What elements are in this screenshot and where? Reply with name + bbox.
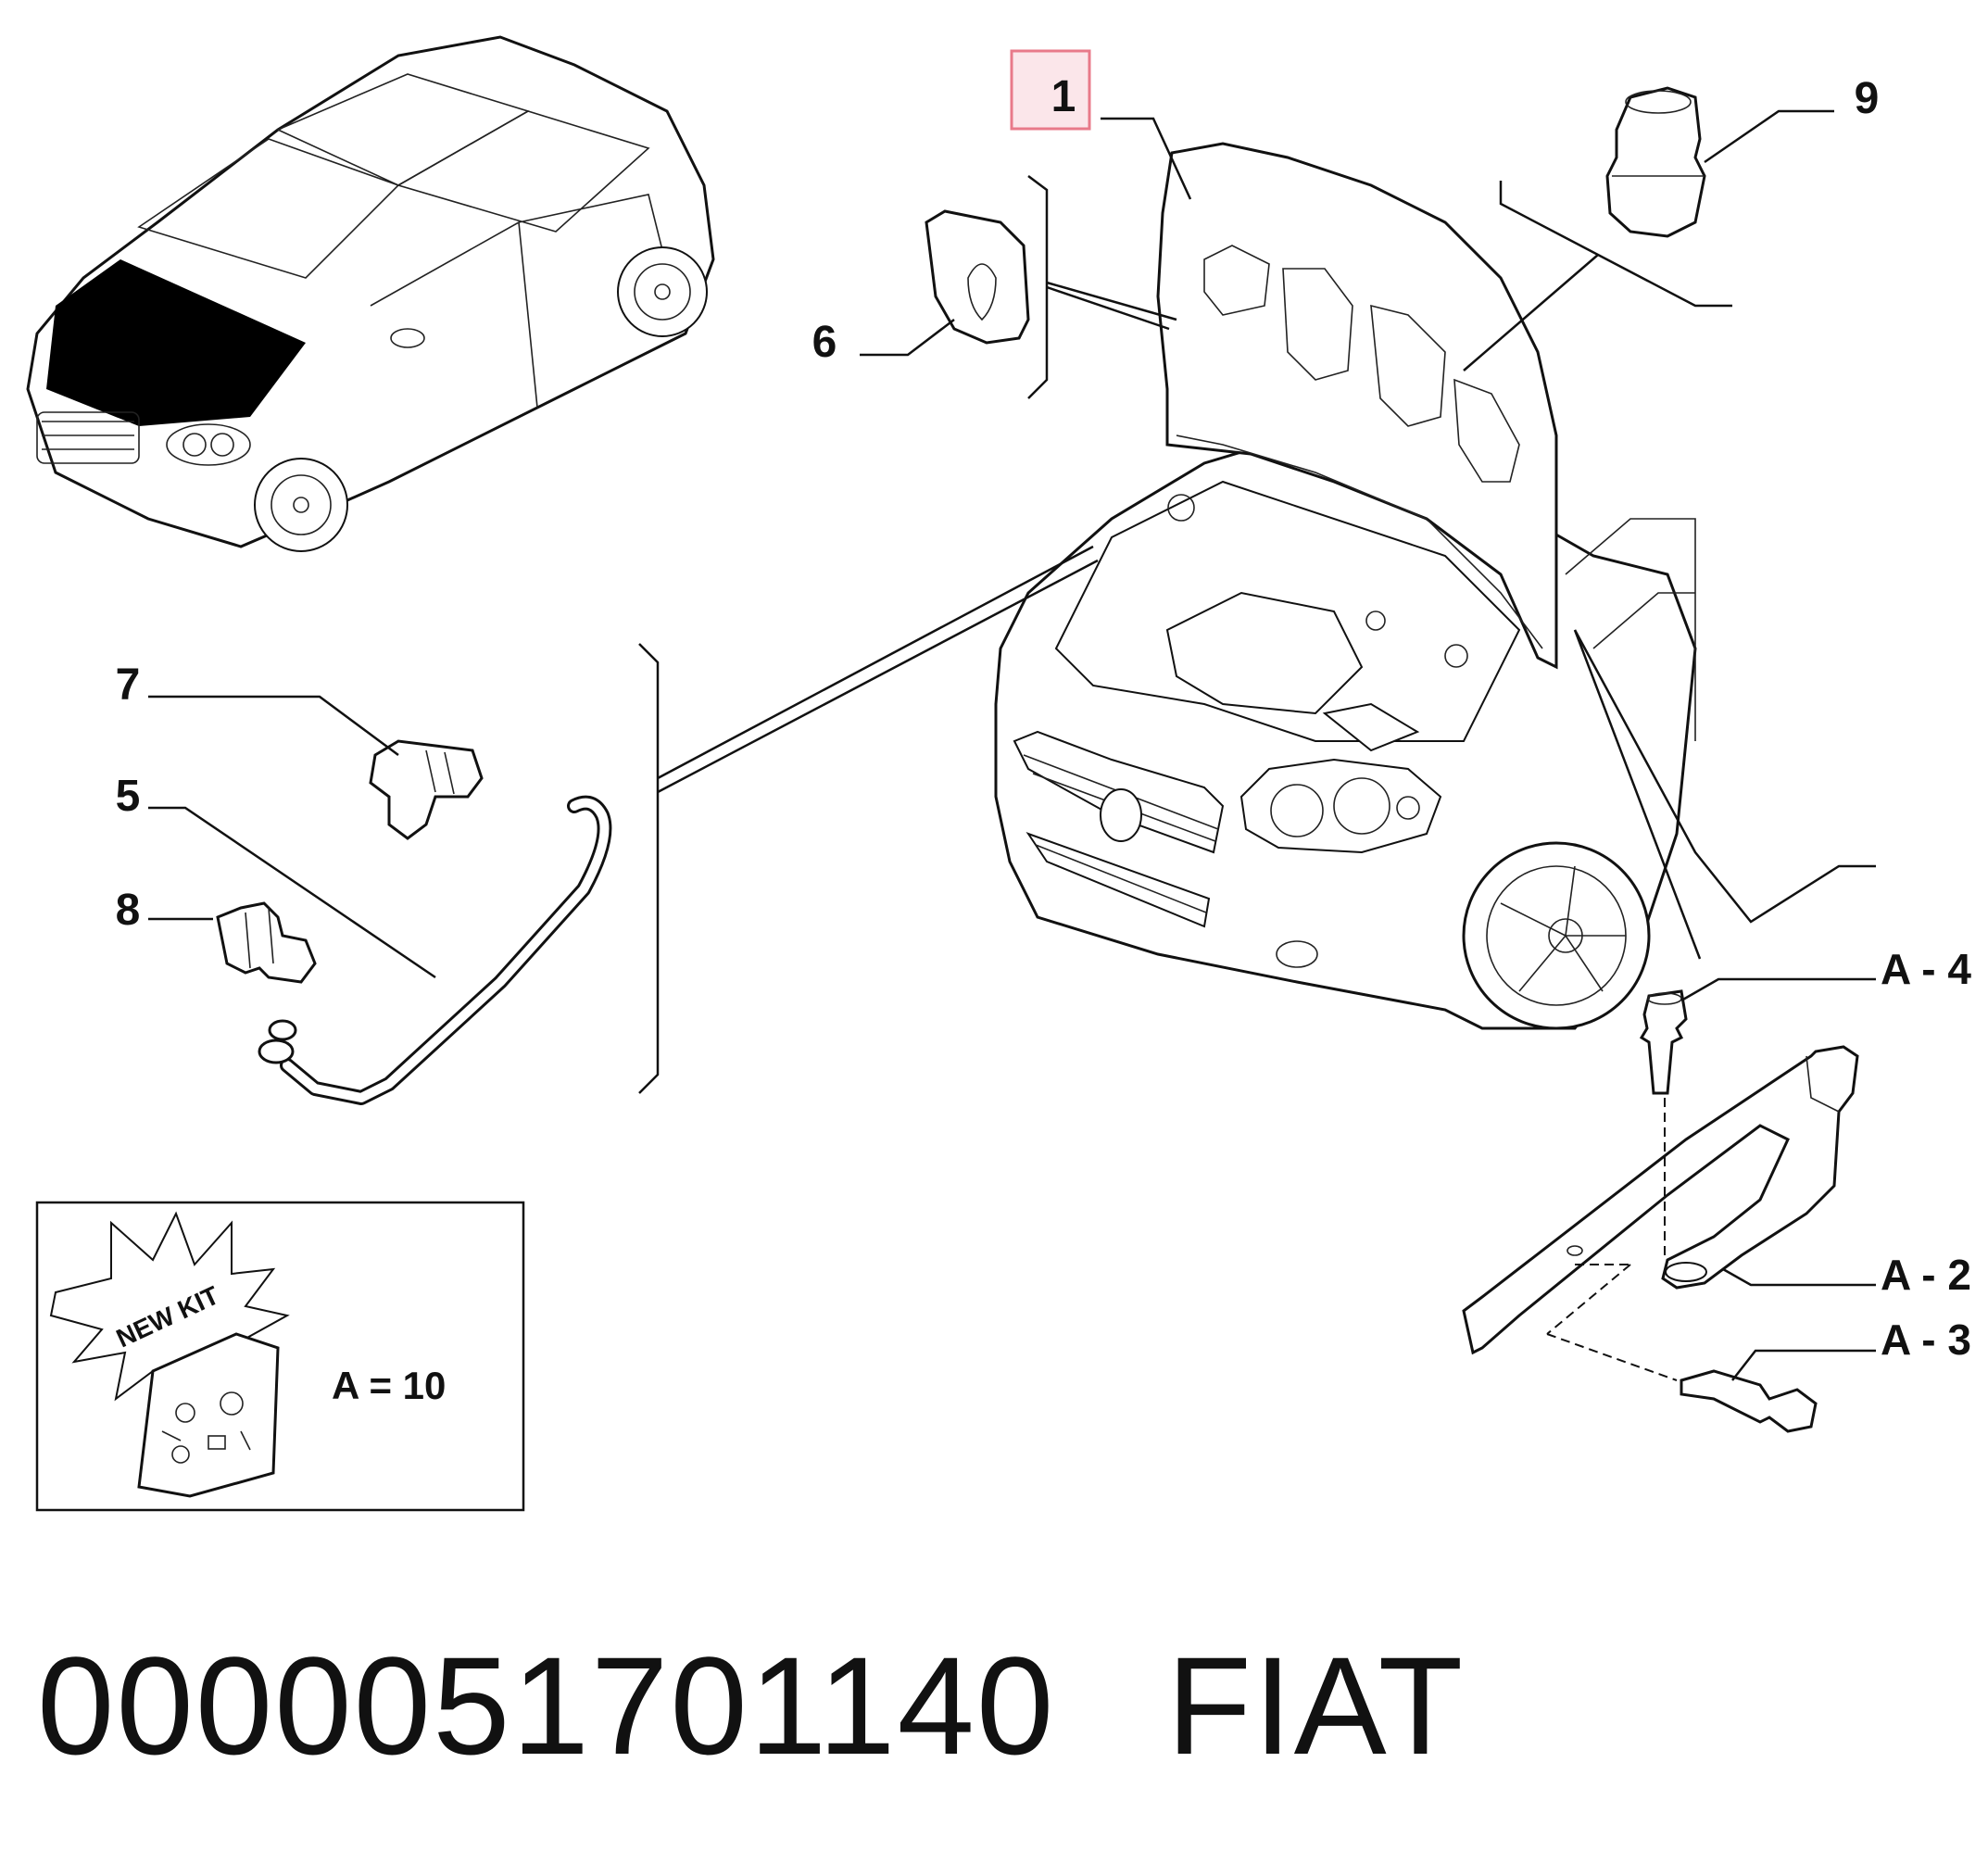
part-8-rod-holder	[216, 901, 317, 984]
part-7-clip	[369, 739, 484, 840]
callout-1-highlight-box	[1010, 49, 1091, 131]
new-kit-box: NEW KIT A = 10	[35, 1201, 525, 1512]
callout-5: 5	[116, 772, 141, 821]
part-5-prop-rod	[258, 795, 612, 1105]
part-6-rubber-pad	[925, 209, 1030, 345]
kit-formula: A = 10	[332, 1364, 446, 1407]
callout-a4: A - 4	[1881, 945, 1971, 993]
callout-a2: A - 2	[1881, 1251, 1971, 1299]
callout-8: 8	[116, 886, 141, 935]
callout-a3: A - 3	[1881, 1315, 1971, 1364]
part-9-bump-stop	[1605, 86, 1706, 238]
car-open-hood-illustration	[994, 142, 1697, 1030]
part-caption: 0000051701140 FIAT	[37, 1626, 1465, 1786]
callout-1: 1	[1051, 72, 1076, 121]
hinge-assembly	[1462, 989, 1859, 1433]
brand-name: FIAT	[1166, 1628, 1466, 1783]
callout-6: 6	[812, 318, 837, 367]
part-number: 0000051701140	[37, 1628, 1056, 1783]
callout-7: 7	[116, 661, 141, 710]
car-overview-illustration	[26, 35, 715, 552]
hood-highlight	[46, 259, 306, 426]
leader-lines	[148, 109, 1876, 1381]
callout-9: 9	[1855, 74, 1880, 123]
